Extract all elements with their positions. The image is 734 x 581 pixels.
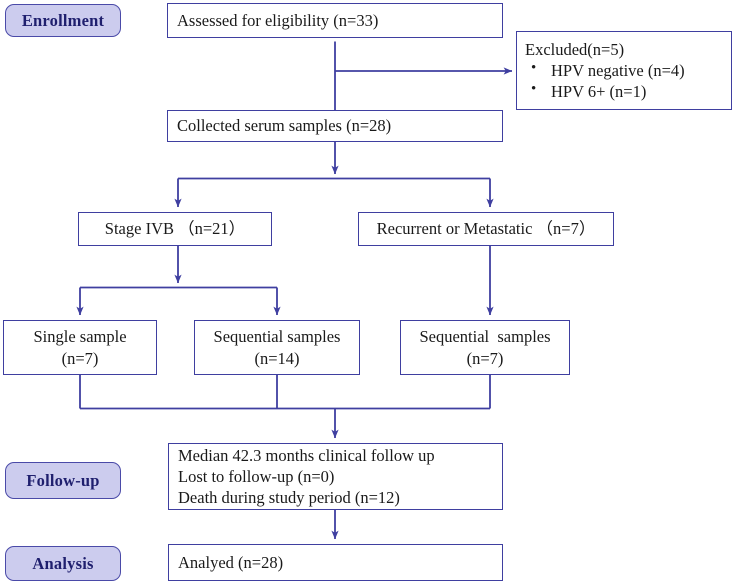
stage-label-enrollment: Enrollment — [5, 4, 121, 37]
node-recurrent-line-1: Recurrent or Metastatic （n=7） — [376, 219, 596, 239]
stage-label-analysis: Analysis — [5, 546, 121, 581]
node-recurrent-or-metastatic: Recurrent or Metastatic （n=7） — [358, 212, 614, 246]
stage-label-follow-up-text: Follow-up — [26, 470, 100, 490]
node-collected-serum-samples: Collected serum samples (n=28) — [167, 110, 503, 142]
node-sequential-samples-7-line-2: (n=7) — [466, 348, 504, 368]
node-sequential-samples-14-line-2: (n=14) — [254, 348, 300, 368]
node-excluded-reason-item: HPV 6+ (n=1) — [525, 80, 685, 102]
node-assessed-line-1: Assessed for eligibility (n=33) — [177, 10, 379, 30]
node-single-sample-line-1: Single sample — [33, 327, 127, 347]
stage-label-enrollment-text: Enrollment — [21, 10, 105, 30]
node-analyzed: Analyed (n=28) — [168, 544, 503, 581]
node-excluded-reason-list: HPV negative (n=4) HPV 6+ (n=1) — [525, 59, 685, 102]
node-sequential-samples-14-line-1: Sequential samples — [213, 327, 341, 347]
node-followup-line-2: Lost to follow-up (n=0) — [178, 466, 335, 486]
node-collected-line-1: Collected serum samples (n=28) — [177, 116, 392, 136]
node-sequential-samples-7-line-1: Sequential samples — [419, 327, 551, 347]
node-stage-ivb: Stage IVB （n=21） — [78, 212, 272, 246]
node-sequential-samples-7: Sequential samples (n=7) — [400, 320, 570, 375]
node-single-sample: Single sample (n=7) — [3, 320, 157, 375]
node-followup-line-3: Death during study period (n=12) — [178, 488, 400, 508]
node-analyzed-line-1: Analyed (n=28) — [178, 552, 284, 572]
node-stage-ivb-line-1: Stage IVB （n=21） — [104, 219, 246, 239]
stage-label-analysis-text: Analysis — [32, 553, 94, 573]
node-excluded-heading: Excluded(n=5) — [525, 39, 625, 59]
node-single-sample-line-2: (n=7) — [61, 348, 99, 368]
stage-label-follow-up: Follow-up — [5, 462, 121, 499]
node-followup-details: Median 42.3 months clinical follow up Lo… — [168, 443, 503, 510]
node-sequential-samples-14: Sequential samples (n=14) — [194, 320, 360, 375]
node-excluded-reason-item: HPV negative (n=4) — [525, 59, 685, 81]
node-assessed-for-eligibility: Assessed for eligibility (n=33) — [167, 3, 503, 38]
node-excluded: Excluded(n=5) HPV negative (n=4) HPV 6+ … — [516, 31, 732, 110]
node-followup-line-1: Median 42.3 months clinical follow up — [178, 445, 435, 465]
